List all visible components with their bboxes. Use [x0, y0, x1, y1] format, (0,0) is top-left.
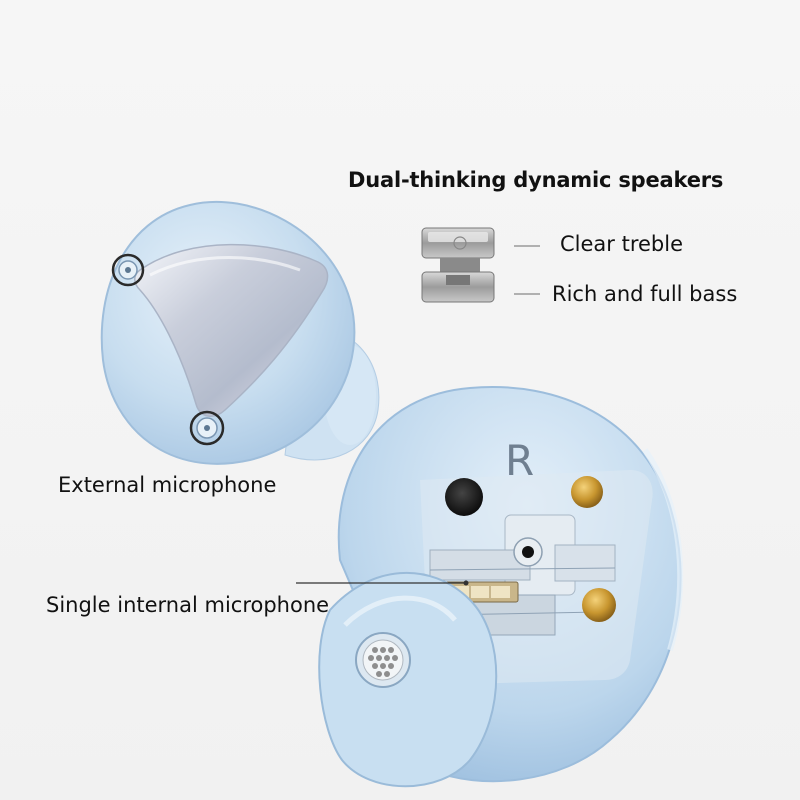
external-microphone-top: [111, 253, 145, 287]
internal-microphone-label: Single internal microphone: [46, 593, 330, 617]
speaker-mesh-icon: [355, 632, 411, 688]
external-microphone-bottom: [189, 410, 225, 446]
rich-bass-label: Rich and full bass: [552, 282, 738, 306]
external-microphone-label: External microphone: [58, 473, 277, 497]
left-earbud: [100, 200, 380, 465]
charging-contact-bottom: [582, 588, 616, 622]
sensor-dark-large: [445, 478, 483, 516]
charging-contact-top: [571, 476, 603, 508]
dual-speaker-component: [421, 227, 540, 303]
speakers-heading: Dual-thinking dynamic speakers: [348, 168, 724, 192]
right-earbud: R: [318, 386, 684, 788]
right-earbud-marking: R: [505, 436, 534, 485]
clear-treble-label: Clear treble: [560, 232, 684, 256]
